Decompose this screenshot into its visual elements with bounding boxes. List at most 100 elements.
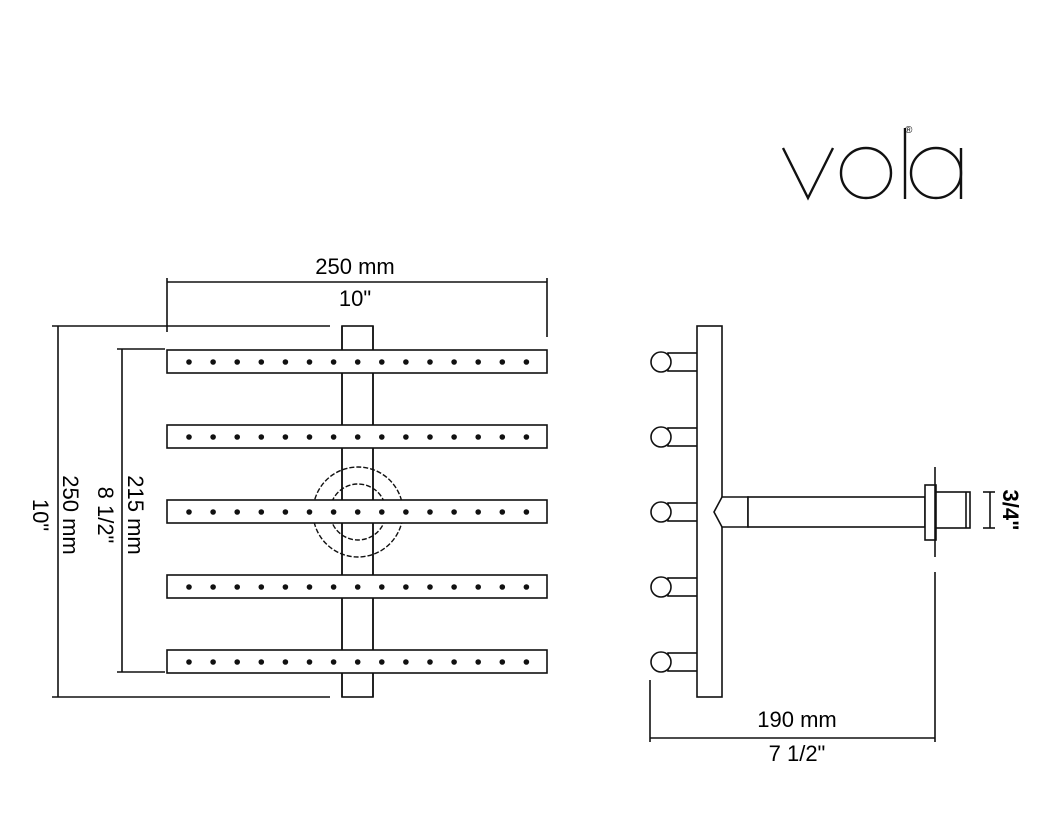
nozzle-dot [306,659,313,665]
nozzle-dot [330,659,337,665]
nozzle-dot [427,359,433,365]
nozzle-dot [523,659,530,665]
nozzle-dot [234,659,240,665]
nozzle-dot [451,584,457,590]
nozzle-dot [282,659,289,665]
shower-arm [747,496,926,528]
nozzle-dot [306,509,313,515]
nozzle-dot [282,509,289,515]
nozzle-dot [499,509,506,515]
nozzle-dot [210,434,216,440]
spray-bar [166,424,548,449]
height-dimension [52,325,330,698]
nozzle-dot [234,584,240,590]
nozzle-dot [475,509,482,515]
front-view [166,325,548,698]
nozzle-dot [379,359,385,365]
nozzle-dot [354,359,361,365]
nozzle-dot [523,584,530,590]
spray-bar [166,499,548,524]
side-nozzle [650,501,699,523]
nozzle-dot [258,659,265,665]
nozzle-dot [210,359,216,365]
nozzle-dot [379,509,385,515]
side-view: 3/4" [650,325,1023,698]
registered-mark: ® [905,125,913,136]
spray-bar [166,649,548,674]
nozzle-dot [282,434,289,440]
height-mm-label: 250 mm [58,475,83,554]
nozzle-dot [210,509,216,515]
nozzle-dot [306,359,313,365]
nozzle-dot [354,509,361,515]
nozzle-dot [403,359,409,365]
nozzle-dot [403,584,409,590]
depth-in-label: 7 1/2" [769,741,826,766]
nozzle-dot [306,584,313,590]
nozzle-dot [234,434,240,440]
inner-height-mm-label: 215 mm [123,475,148,554]
nozzle-dot [523,359,530,365]
inner-height-in-label: 8 1/2" [93,487,118,544]
nozzle-dot [379,584,385,590]
spray-bar [166,349,548,374]
vola-logo [781,128,963,201]
nozzle-dot [258,434,265,440]
nozzle-dot [523,434,530,440]
nozzle-dot [499,434,506,440]
nozzle-dot [354,584,361,590]
width-dimension [166,278,548,337]
nozzle-dot [354,434,361,440]
nozzle-dot [234,359,240,365]
nozzle-dot [379,659,385,665]
depth-mm-label: 190 mm [757,707,836,732]
nozzle-dot [427,659,433,665]
nozzle-dot [330,434,337,440]
arm-joint [713,496,749,528]
nozzle-dot [186,434,192,440]
thread-connector [935,491,971,529]
nozzle-dot [330,359,337,365]
nozzle-dot [451,434,457,440]
nozzle-dot [499,659,506,665]
side-nozzle [650,351,699,373]
nozzle-dot [210,584,216,590]
nozzle-dot [451,659,457,665]
nozzle-dot [258,359,265,365]
nozzle-dot [234,509,240,515]
nozzle-dot [427,584,433,590]
nozzle-dot [186,359,192,365]
nozzle-dot [475,359,482,365]
depth-dimension [649,572,936,742]
nozzle-dot [354,659,361,665]
height-in-label: 10" [28,499,53,531]
nozzle-dot [475,434,482,440]
nozzle-dot [258,584,265,590]
nozzle-dot [186,584,192,590]
thread-size-label: 3/4" [998,489,1023,530]
nozzle-dot [403,659,409,665]
nozzle-dot [282,584,289,590]
nozzle-dot [282,359,289,365]
nozzle-dot [499,584,506,590]
nozzle-dot [330,584,337,590]
width-in-label: 10" [339,286,371,311]
nozzle-dot [475,659,482,665]
nozzle-dot [186,509,192,515]
nozzle-dot [330,509,337,515]
nozzle-dot [186,659,192,665]
side-nozzle [650,576,699,598]
nozzle-dot [210,659,216,665]
nozzle-dot [427,434,433,440]
width-mm-label: 250 mm [315,254,394,279]
nozzle-dot [403,509,409,515]
side-nozzle [650,651,699,673]
thread-dimension [983,491,995,529]
nozzle-dot [475,584,482,590]
spray-bar [166,574,548,599]
nozzle-dot [451,359,457,365]
nozzle-dot [306,434,313,440]
nozzle-dot [523,509,530,515]
